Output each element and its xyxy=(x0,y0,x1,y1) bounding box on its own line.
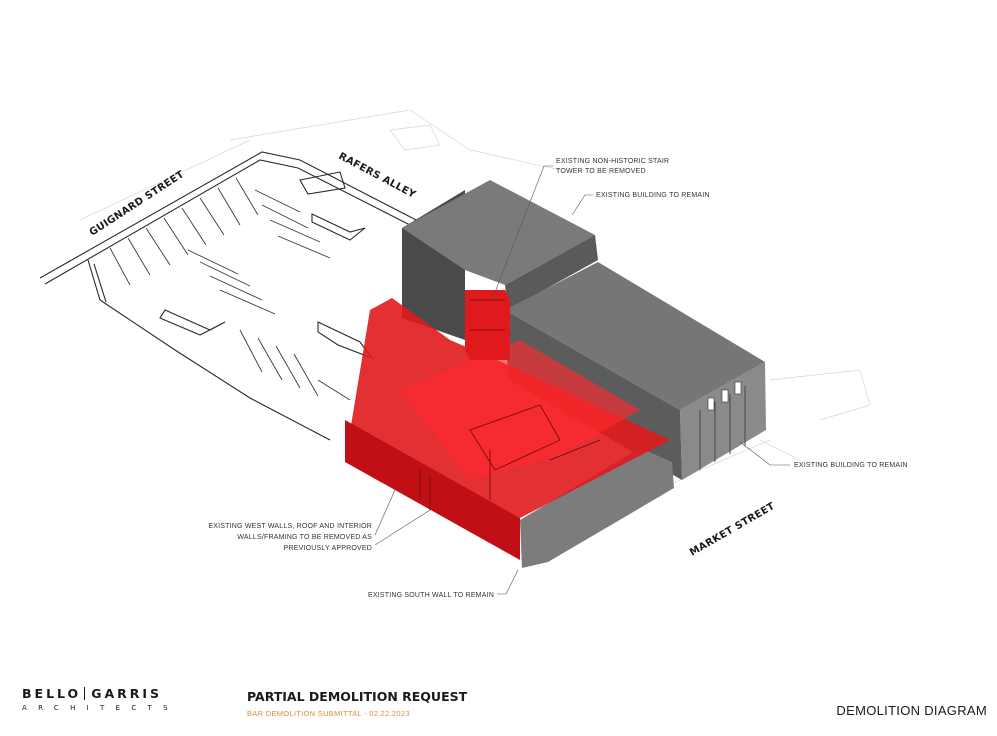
firm-name-divider xyxy=(84,687,86,700)
demo-interior xyxy=(400,340,640,480)
west-walls-note-line1: EXISTING WEST WALLS, ROOF AND INTERIOR xyxy=(208,523,372,530)
south-wall-note: EXISTING SOUTH WALL TO REMAIN xyxy=(368,592,494,599)
annotation-leaders xyxy=(374,165,790,595)
title-block: BELLO GARRIS ARCHITECTS PARTIAL DEMOLITIO… xyxy=(0,676,997,736)
lot-edge-curb xyxy=(44,159,413,285)
market-street-label: MARKET STREET xyxy=(688,501,777,559)
parking-lot xyxy=(39,151,421,441)
lot-edge-west-inner xyxy=(93,263,107,303)
firm-logo: BELLO GARRIS ARCHITECTS xyxy=(22,686,179,712)
stair-tower xyxy=(465,290,510,360)
firm-subtitle: ARCHITECTS xyxy=(22,704,179,712)
stair-note-line2: TOWER TO BE REMOVED xyxy=(556,168,646,175)
south-wall-facade xyxy=(520,448,674,568)
rear-building-side xyxy=(505,235,598,310)
stair-note-line1: EXISTING NON-HISTORIC STAIR xyxy=(556,158,669,165)
firm-name-left: BELLO xyxy=(22,686,82,701)
island-2 xyxy=(159,309,226,336)
main-building-roof xyxy=(505,262,765,410)
building-remain-right-note: EXISTING BUILDING TO REMAIN xyxy=(794,462,908,469)
lot-edge-north xyxy=(39,151,421,279)
demolition-zone xyxy=(345,290,670,560)
project-subtitle: BAR DEMOLITION SUBMITTAL - 02.22.2023 xyxy=(247,709,410,718)
island-1 xyxy=(311,213,366,241)
project-title: PARTIAL DEMOLITION REQUEST xyxy=(247,689,468,704)
rear-building-roof xyxy=(402,180,595,285)
building-remain-top-note: EXISTING BUILDING TO REMAIN xyxy=(596,192,710,199)
curb-stop xyxy=(299,171,346,195)
parking-stripes xyxy=(109,177,351,401)
west-walls-note-line2: WALLS/FRAMING TO BE REMOVED AS xyxy=(237,534,372,541)
firm-name: BELLO GARRIS xyxy=(22,686,179,701)
island-3 xyxy=(317,321,374,360)
sheet-title: DEMOLITION DIAGRAM xyxy=(836,703,987,718)
lot-edge-west xyxy=(87,259,331,441)
firm-name-right: GARRIS xyxy=(91,686,163,701)
demo-west-wall xyxy=(345,420,520,560)
west-walls-note-line3: PREVIOUSLY APPROVED xyxy=(284,545,372,552)
